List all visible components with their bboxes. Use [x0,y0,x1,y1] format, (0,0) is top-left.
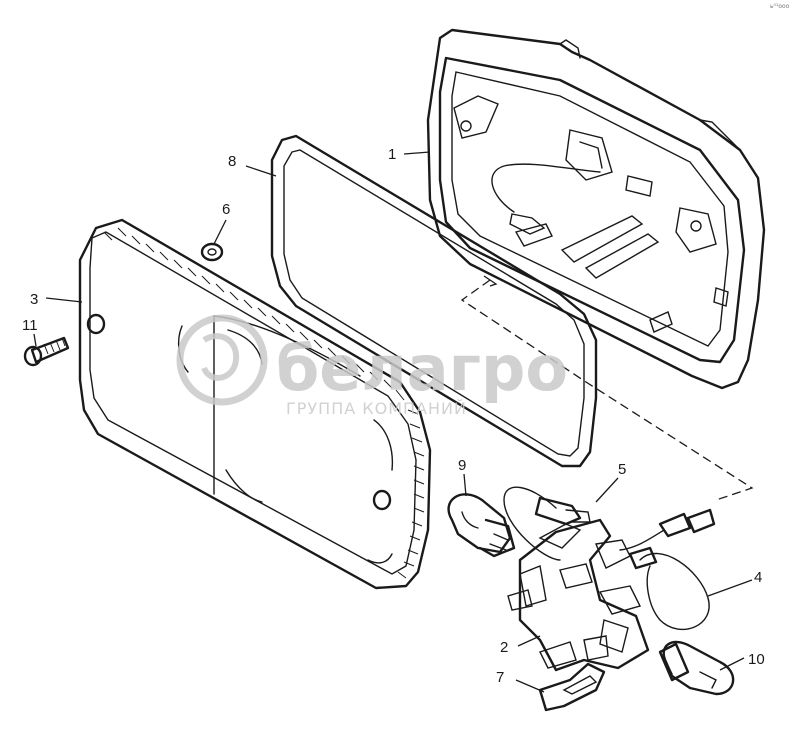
bulb-small [447,493,516,558]
bulb-socket-upper [503,486,591,561]
callout-leaders [33,151,753,693]
callout-6: 6 [222,201,230,218]
bulb-holder-board [507,508,716,672]
corner-mark: ь⁰¹ооо [770,3,790,10]
lens-knurled-rim [103,227,425,579]
gasket [270,134,598,468]
screw [23,336,70,367]
callout-11: 11 [22,317,38,334]
callout-10: 10 [748,651,765,668]
callout-9: 9 [458,457,466,474]
callout-5: 5 [618,461,626,478]
lens [78,218,432,590]
washer [200,242,224,262]
callout-2: 2 [500,639,508,656]
watermark-name: белагро [276,332,568,405]
watermark-subtitle: ГРУППА КОМПАНИЙ [286,399,467,418]
bulb-large [658,640,735,696]
callout-1: 1 [388,146,396,163]
lamp-housing [426,28,766,390]
callout-3: 3 [30,291,38,308]
assembly-path [460,275,754,501]
callout-4: 4 [754,569,762,586]
watermark: белагро ГРУППА КОМПАНИЙ [176,314,568,418]
callout-labels: 1 8 6 3 11 9 5 4 2 10 7 [22,146,765,686]
clip [538,662,606,712]
callout-7: 7 [496,669,504,686]
callout-8: 8 [228,153,236,170]
